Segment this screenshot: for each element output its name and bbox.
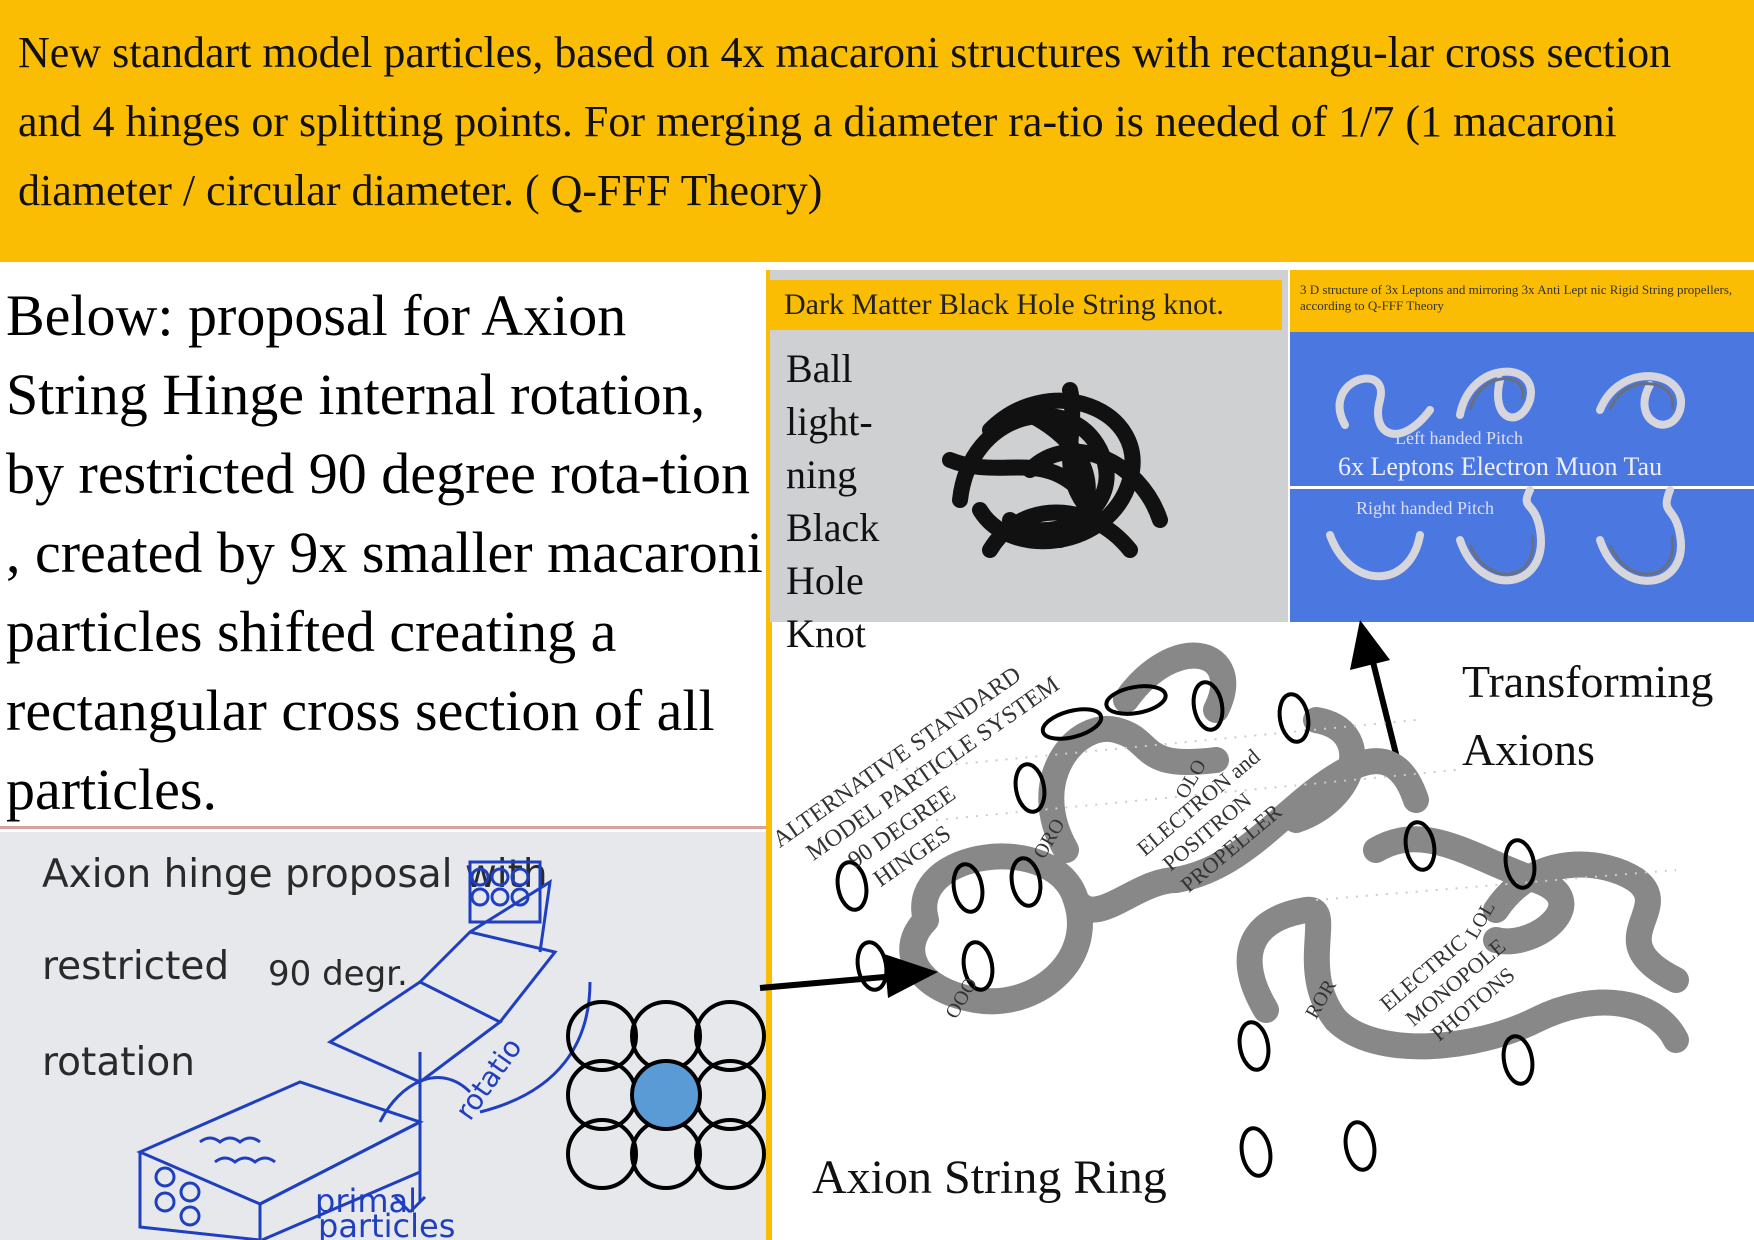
separator-strip: [766, 270, 772, 1240]
monopole-strings: [1236, 826, 1689, 1060]
hand-drawn-hinge-sketch: primal particles rotatio: [136, 860, 592, 1240]
sketch-particles-label: particles: [318, 1207, 455, 1240]
banner-text: New standart model particles, based on 4…: [18, 28, 1672, 215]
leptons-caption: 3 D structure of 3x Leptons and mirrorin…: [1290, 270, 1754, 332]
transform-arrow: [1350, 620, 1403, 771]
axion-string-ring-label: Axion String Ring: [812, 1151, 1167, 1204]
black-hole-knot-caption: Dark Matter Black Hole String knot.: [770, 280, 1282, 330]
right-pitch-label: Right handed Pitch: [1356, 498, 1494, 518]
header-banner: [0, 0, 1754, 262]
sketch-rotation-label: rotatio: [449, 1032, 529, 1126]
leptons-divider: [1290, 486, 1754, 489]
ball-lightning-label: Ball light-ning Black Hole Knot: [786, 346, 880, 656]
axion-string-diagram: ALTERNATIVE STANDARD MODEL PARTICLE SYST…: [776, 642, 1689, 1178]
propeller-strings-image: [1326, 367, 1685, 585]
left-pitch-label: Left handed Pitch: [1395, 428, 1523, 448]
axion-proposal-text: Below: proposal for Axion String Hinge i…: [6, 283, 763, 822]
sketch-line-1: Axion hinge proposal with: [42, 852, 548, 897]
center-particle: [630, 1059, 702, 1131]
nine-particle-cross-section: [566, 1000, 766, 1190]
divider: [0, 826, 766, 829]
sketch-primal-label: primal: [315, 1182, 417, 1220]
sketch-line-2a: restricted: [42, 944, 230, 989]
hinge-to-ring-arrow: [759, 954, 938, 998]
sketch-line-2b: 90 degr.: [268, 954, 408, 994]
leptons-label: 6x Leptons Electron Muon Tau: [1338, 452, 1663, 481]
transforming-axions-label: Transforming Axions: [1462, 656, 1714, 775]
electron-propeller-strings: [1038, 642, 1429, 923]
string-knot-image: [942, 382, 1168, 558]
sketch-line-3: rotation: [42, 1040, 195, 1085]
